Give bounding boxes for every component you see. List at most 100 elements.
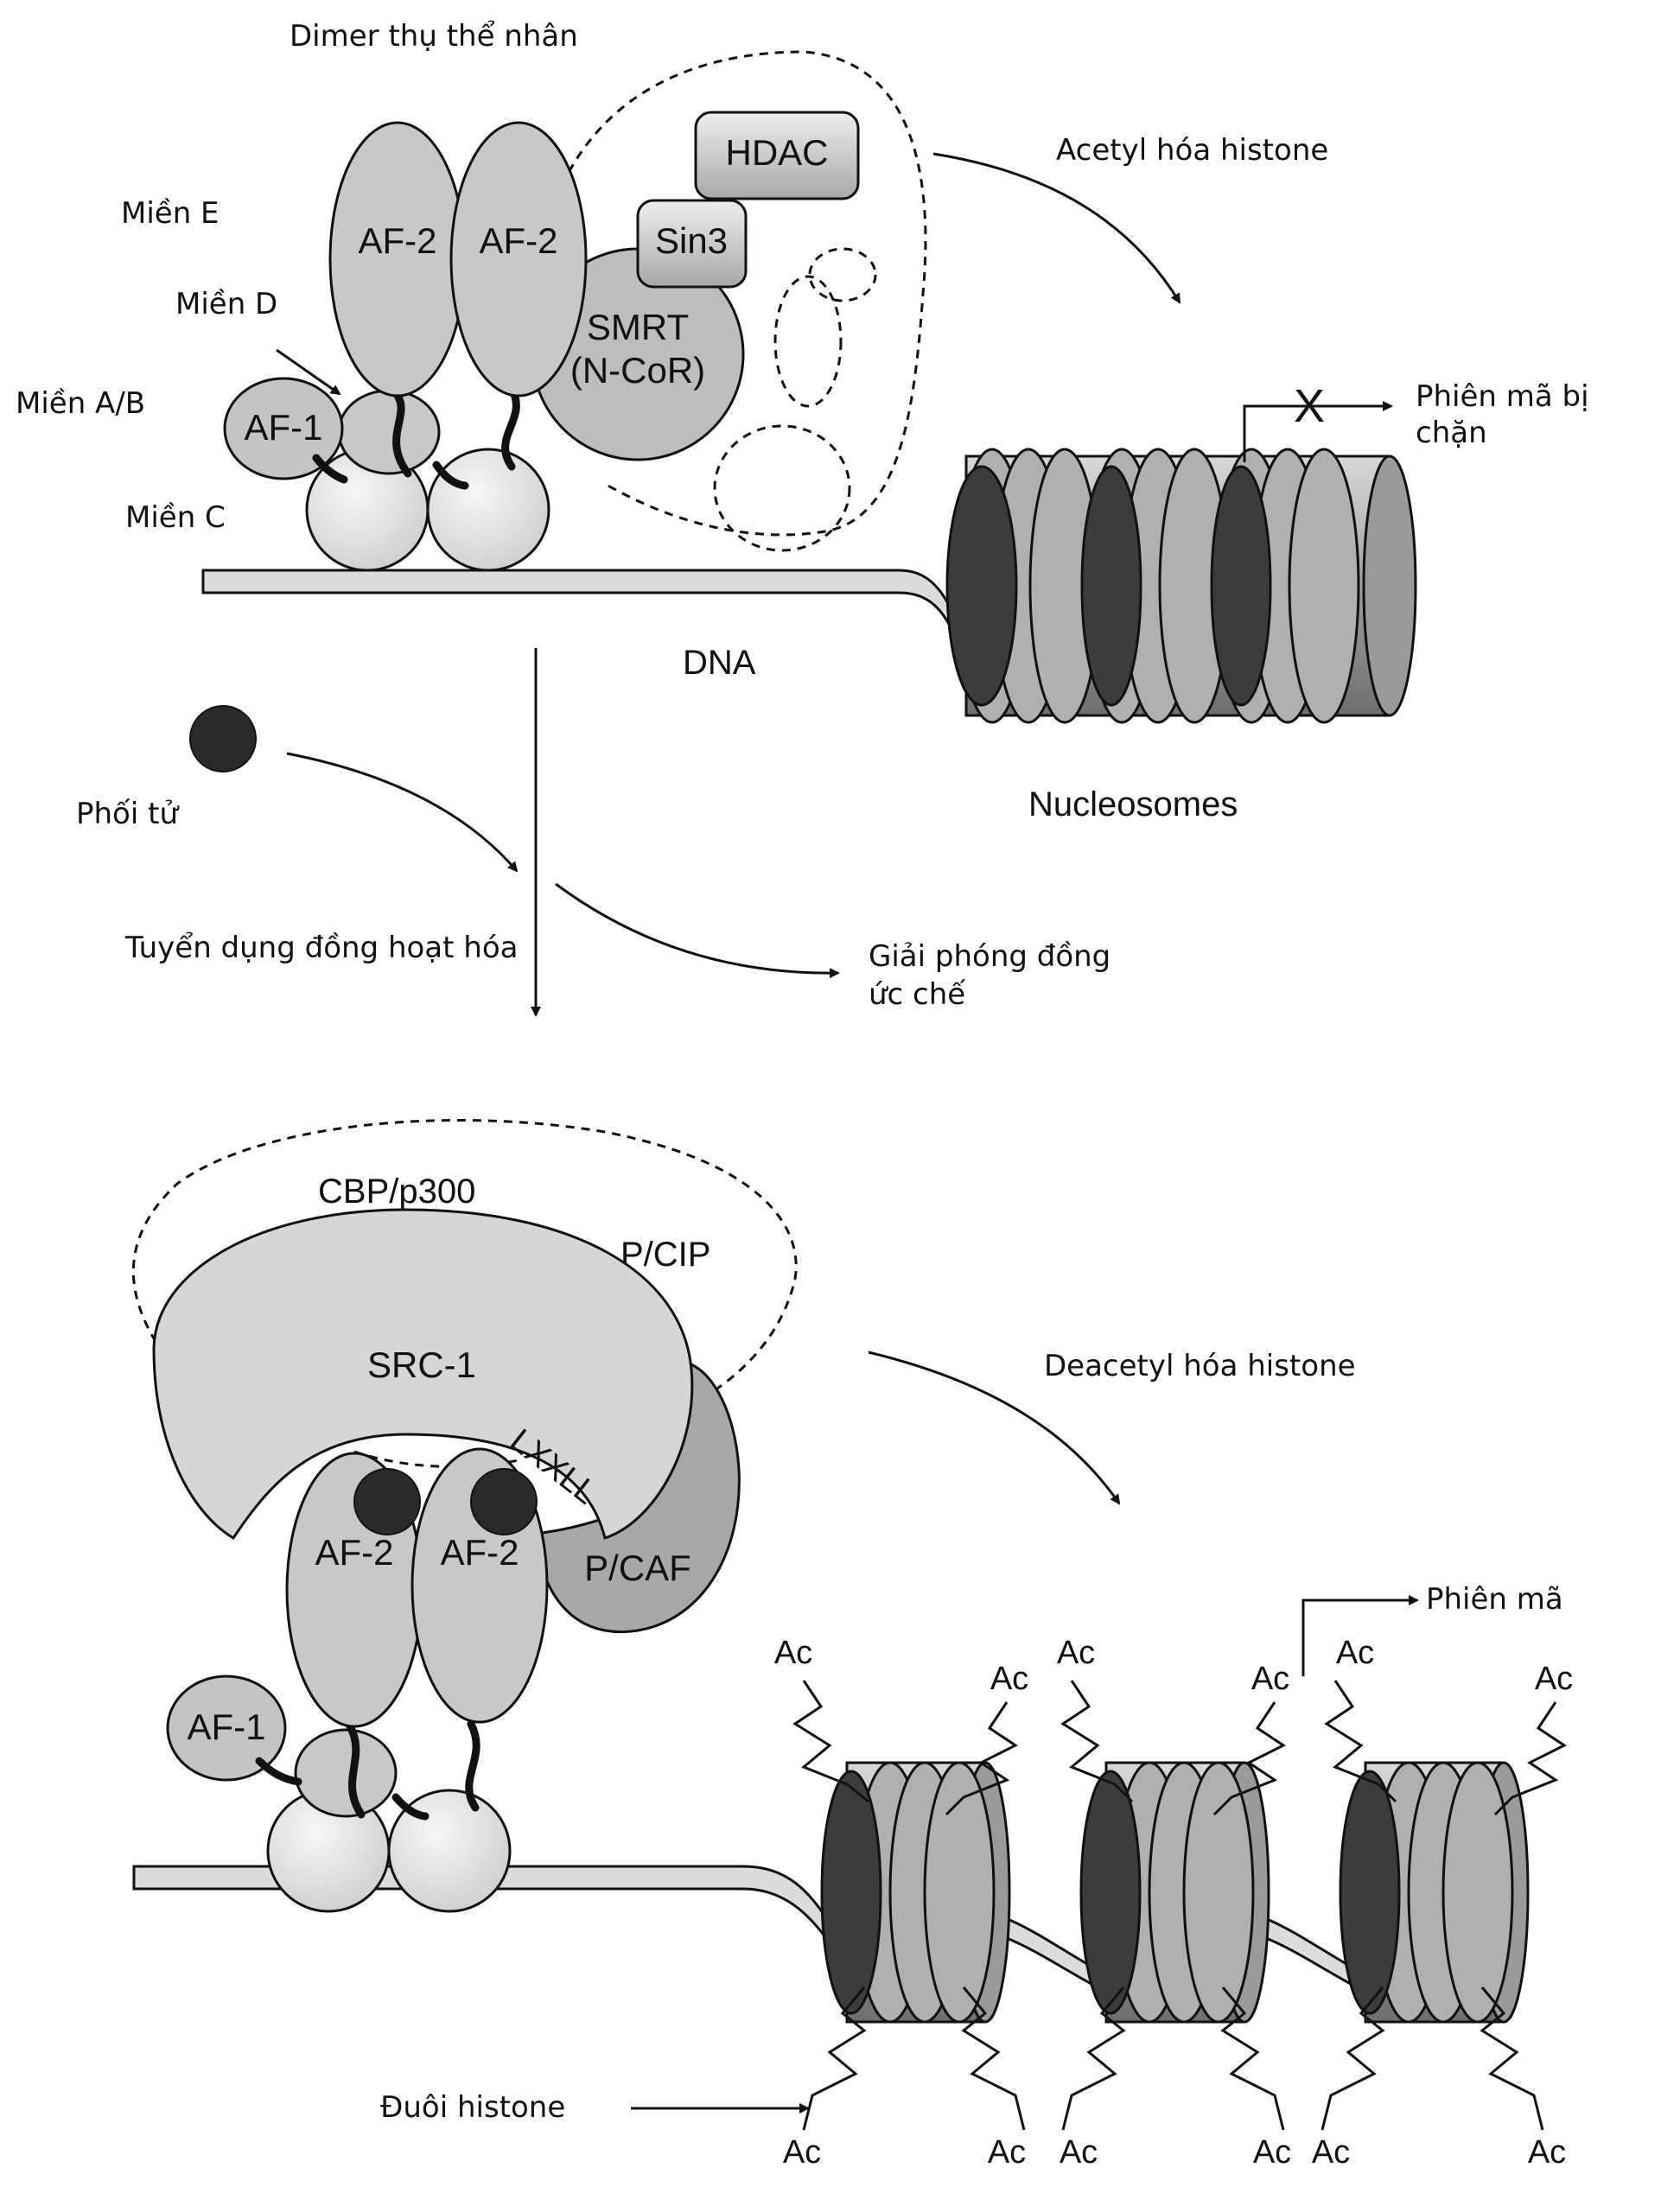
pcaf-protein bbox=[534, 1360, 741, 1634]
af2-left-active-label: AF-2 bbox=[315, 1532, 393, 1573]
af2-right-active-label: AF-2 bbox=[440, 1532, 519, 1573]
dashed-subunit-3 bbox=[713, 424, 851, 552]
sin3-protein bbox=[636, 199, 748, 289]
hinge-tether bbox=[432, 461, 469, 490]
tail-1-top-left bbox=[792, 1680, 869, 1803]
ac-label: Ac bbox=[1060, 2134, 1098, 2171]
transcription-label: Phiên mã bbox=[1426, 1582, 1563, 1617]
smrt-label-line2: (N-CoR) bbox=[570, 350, 705, 391]
tail-2-bottom-left bbox=[1061, 1986, 1126, 2131]
recruitment-label: Tuyển dụng đồng hoạt hóa bbox=[124, 931, 518, 965]
af2-left-tether bbox=[391, 389, 412, 478]
hdac-label: HDAC bbox=[725, 132, 828, 173]
blocked-transcription-arrow bbox=[1243, 401, 1393, 462]
nucleosome-face-1 bbox=[945, 465, 1018, 707]
af1-tether bbox=[312, 454, 348, 484]
release-label-line1: Giải phóng đồng bbox=[869, 939, 1111, 974]
ac-label: Ac bbox=[990, 1661, 1028, 1697]
domain-d-arrow bbox=[276, 348, 341, 396]
af2-right-active-tether bbox=[465, 1719, 480, 1812]
acetylation-label: Acetyl hóa histone bbox=[1056, 133, 1328, 168]
nucleosomes-label: Nucleosomes bbox=[1028, 785, 1238, 823]
af1-label: AF-1 bbox=[244, 407, 322, 448]
corepressor-complex-outline bbox=[560, 50, 927, 537]
hinge-domain-active bbox=[294, 1728, 398, 1818]
hdac-protein bbox=[694, 111, 860, 200]
compact-nucleosomes bbox=[945, 448, 1417, 724]
dna-label: DNA bbox=[683, 644, 756, 682]
ligand-icon bbox=[189, 705, 257, 772]
release-label-line2: ức chế bbox=[869, 977, 965, 1012]
af2-right-tether bbox=[501, 385, 520, 471]
dashed-subunit-1 bbox=[773, 275, 843, 408]
bound-ligand-right bbox=[470, 1468, 538, 1535]
histone-tails bbox=[792, 1680, 1567, 2131]
tail-1-top-right bbox=[945, 1701, 1018, 1816]
af2-domain-right bbox=[449, 121, 588, 397]
transcription-arrow bbox=[1301, 1595, 1419, 1676]
dimer-label: Dimer thụ thể nhân bbox=[290, 19, 578, 54]
ac-label: Ac bbox=[783, 2134, 821, 2171]
ac-label: Ac bbox=[1336, 1635, 1374, 1671]
ac-label: Ac bbox=[774, 1635, 812, 1671]
af2-left-active-tether bbox=[346, 1722, 366, 1819]
tail-2-top-left bbox=[1060, 1680, 1134, 1803]
ac-label: Ac bbox=[1528, 2134, 1566, 2171]
tail-1-bottom-right bbox=[961, 1986, 1026, 2131]
nucleosome-3 bbox=[1339, 1761, 1530, 2024]
tail-3-top-right bbox=[1493, 1701, 1567, 1816]
corepressor-release-arrow bbox=[555, 882, 840, 979]
pcaf-label: P/CAF bbox=[584, 1548, 691, 1588]
hinge-domain bbox=[337, 389, 441, 475]
blocked-label-line1: Phiên mã bị bbox=[1416, 379, 1589, 414]
histone-tail-label: Đuôi histone bbox=[380, 2090, 565, 2125]
af1-active-label: AF-1 bbox=[187, 1707, 265, 1747]
transition-section: Phối tử Tuyển dụng đồng hoạt hóa Giải ph… bbox=[76, 648, 1111, 1017]
af1-domain bbox=[223, 377, 344, 480]
af2-left-label: AF-2 bbox=[358, 220, 436, 261]
ac-label: Ac bbox=[1057, 1635, 1095, 1671]
nucleosome-face-3 bbox=[1210, 465, 1272, 707]
tail-3-top-left bbox=[1324, 1680, 1397, 1803]
domain-d-label: Miền D bbox=[175, 287, 277, 321]
tail-2-top-right bbox=[1212, 1701, 1286, 1816]
src1-label: SRC-1 bbox=[367, 1344, 476, 1385]
dna-strand bbox=[201, 569, 970, 675]
ac-label: Ac bbox=[1535, 1661, 1573, 1697]
src1-coactivator bbox=[152, 1208, 694, 1541]
domain-ab-label: Miền A/B bbox=[16, 386, 145, 421]
deacetylation-label: Deacetyl hóa histone bbox=[1044, 1349, 1356, 1383]
nucleosome-1 bbox=[820, 1761, 1011, 2024]
sin3-label: Sin3 bbox=[655, 220, 728, 261]
nucleosome-end-cap bbox=[1362, 454, 1417, 717]
acetylation-arrow bbox=[932, 152, 1181, 304]
tail-2-bottom-right bbox=[1220, 1986, 1285, 2131]
ac-label: Ac bbox=[988, 2134, 1026, 2171]
af2-right-label: AF-2 bbox=[479, 220, 557, 261]
af1-active-tether bbox=[255, 1757, 302, 1786]
nucleosome-ring-9 bbox=[1288, 448, 1360, 724]
hinge-active-tether bbox=[391, 1793, 430, 1821]
nucleosome-2 bbox=[1079, 1761, 1270, 2024]
ac-label: Ac bbox=[1312, 2134, 1350, 2171]
activated-state-panel: CBP/p300 P/CIP P/CAF SRC-1 LXXLL AF-1 AF… bbox=[131, 1119, 1573, 2171]
blocked-x-mark: X bbox=[1294, 380, 1325, 432]
bound-ligand-left bbox=[353, 1468, 421, 1535]
dna-binding-domain-right bbox=[426, 448, 550, 572]
deacetylation-arrow bbox=[868, 1351, 1121, 1505]
ac-label: Ac bbox=[1251, 1661, 1289, 1697]
ac-label: Ac bbox=[1253, 2134, 1291, 2171]
nucleosome-face-2 bbox=[1080, 465, 1142, 707]
cbp-p300-label: CBP/p300 bbox=[318, 1173, 475, 1211]
smrt-label-line1: SMRT bbox=[587, 307, 689, 347]
dashed-subunit-2 bbox=[808, 247, 877, 302]
af1-domain-active bbox=[166, 1675, 287, 1782]
tail-1-bottom-left bbox=[802, 1986, 867, 2131]
ligand-label: Phối tử bbox=[76, 797, 179, 831]
blocked-label-line2: chặn bbox=[1416, 416, 1487, 450]
dna-binding-domain-right-active bbox=[387, 1789, 512, 1913]
repressed-state-panel: Dimer thụ thể nhân Miền E Miền D Miền A/… bbox=[16, 19, 1589, 823]
domain-c-label: Miền C bbox=[125, 500, 226, 535]
tail-3-bottom-left bbox=[1321, 1986, 1385, 2131]
